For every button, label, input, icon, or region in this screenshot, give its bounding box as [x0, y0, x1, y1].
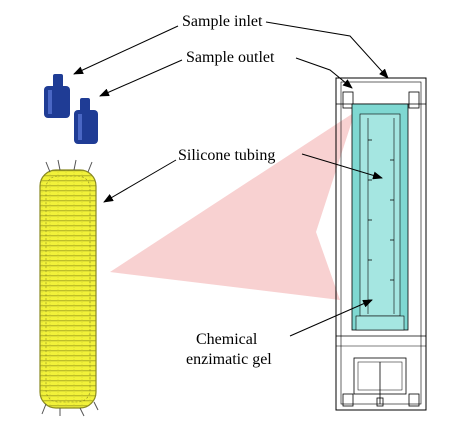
arrow-gel-to-chamber: [289, 299, 373, 337]
connector-inlet: [44, 74, 70, 118]
arrow-inlet-to-device: [265, 21, 389, 79]
label-silicone-tubing: Silicone tubing: [178, 147, 275, 164]
arrow-inlet-to-connector: [73, 25, 179, 75]
label-gel-line1: Chemical: [196, 331, 258, 348]
connector-outlet: [74, 98, 98, 144]
arrow-tubing-to-coil: [103, 159, 177, 203]
arrow-outlet-to-connector: [99, 59, 183, 97]
label-gel-line2: enzimatic gel: [186, 351, 272, 368]
device-cross-section: [335, 77, 427, 411]
label-sample-inlet: Sample inlet: [182, 13, 263, 30]
arrow-outlet-to-device: [295, 57, 353, 89]
silicone-tubing-coil: [39, 159, 99, 417]
projection-beam: [110, 112, 355, 300]
label-sample-outlet: Sample outlet: [186, 49, 275, 66]
arrow-tubing-to-device: [301, 153, 383, 180]
